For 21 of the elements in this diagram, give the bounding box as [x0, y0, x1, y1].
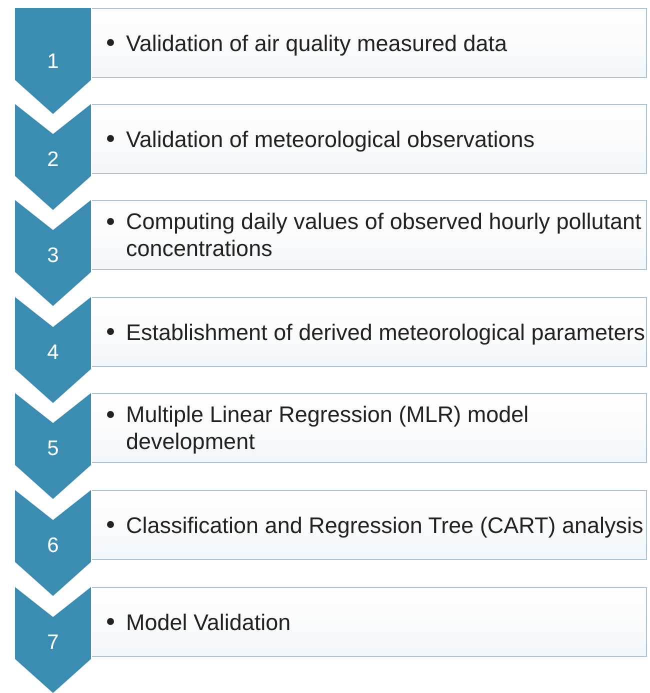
step-number: 1 — [46, 50, 60, 74]
step-box — [92, 490, 647, 560]
step-box — [92, 8, 647, 78]
step-number: 5 — [46, 437, 60, 461]
step-text: Computing daily values of observed hourly pollutant concentrations — [126, 208, 642, 262]
step-number: 2 — [46, 148, 60, 172]
step-text: Multiple Linear Regression (MLR) model development — [126, 401, 530, 455]
step-number: 4 — [46, 341, 60, 365]
step-box — [92, 104, 647, 174]
step-number: 7 — [46, 631, 60, 655]
step-number: 6 — [46, 534, 60, 558]
step-text: Model Validation — [126, 608, 291, 636]
step-box — [92, 200, 647, 270]
step-number: 3 — [46, 244, 60, 268]
step-text: Establishment of derived meteorological parameters — [126, 318, 646, 346]
step-box — [92, 587, 647, 657]
step-text: Classification and Regression Tree (CART) analysis — [126, 512, 644, 538]
step-box — [92, 393, 647, 463]
step-text: Validation of air quality measured data — [126, 30, 508, 56]
step-text: Validation of meteorological observations — [126, 126, 535, 152]
step-box — [92, 297, 647, 367]
